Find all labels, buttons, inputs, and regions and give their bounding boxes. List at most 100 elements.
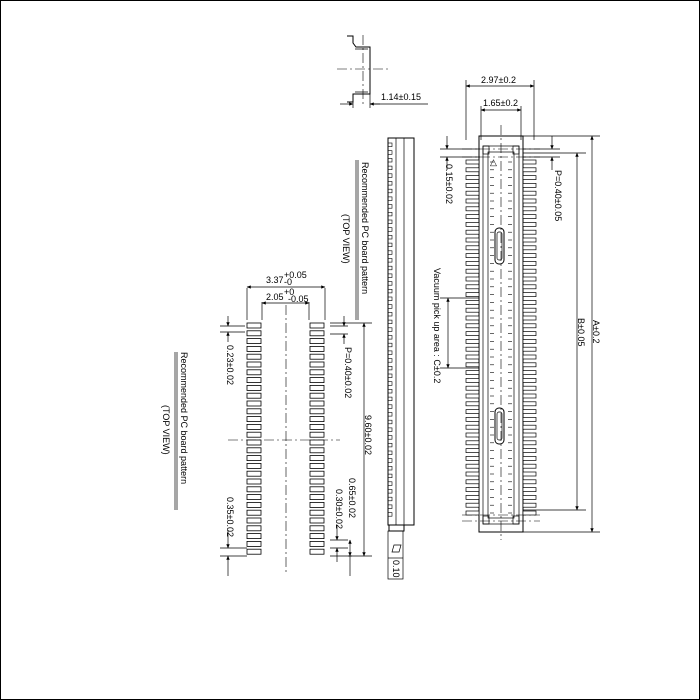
top-pin-left <box>465 424 480 430</box>
pcb-pad-length-a: 0.35±0.02 <box>225 497 235 537</box>
pcb-inner-width-tol-upper: +0 <box>284 287 294 297</box>
side-contact-tooth <box>387 242 393 248</box>
side-contact-tooth <box>387 212 393 217</box>
top-pin-left <box>465 300 480 305</box>
front-view: 1.14±0.15 <box>337 35 428 108</box>
pcb-pad-left <box>246 361 262 368</box>
pcb-pad-right <box>309 345 325 352</box>
side-contact-tooth <box>387 365 393 371</box>
pcb-pad-left <box>246 533 262 539</box>
top-pin-right <box>522 495 537 500</box>
side-contact-tooth <box>387 235 393 240</box>
top-pin-right <box>522 307 537 313</box>
side-contact-tooth <box>387 165 393 171</box>
top-pin-right <box>522 502 537 508</box>
top-pin-left <box>465 276 480 282</box>
top-pitch: P=0.40±0.05 <box>553 170 563 221</box>
top-pin-right <box>522 237 537 243</box>
pcb-pad-left <box>246 338 262 345</box>
side-contact-tooth <box>387 435 393 440</box>
pcb-inner-width: 2.05 <box>266 292 284 302</box>
side-contact-tooth <box>387 327 393 332</box>
top-dim-A: A±0.2 <box>591 320 601 343</box>
side-contact-tooth <box>387 181 393 186</box>
pcb-pattern-subtitle: (TOP VIEW) <box>161 405 171 455</box>
pcb-inner-width-tol-lower: -0.05 <box>288 294 309 304</box>
top-pin-left <box>465 385 480 391</box>
side-contact-tooth <box>387 188 393 194</box>
side-view: 0.10 Recommended PC board pattern (TOP V… <box>341 137 415 580</box>
top-pin-right <box>522 385 537 391</box>
top-pin-left <box>465 463 480 469</box>
top-pin-left <box>465 339 480 344</box>
top-pin-right <box>522 339 537 344</box>
top-pin-right <box>522 268 537 274</box>
top-pin-right <box>522 198 537 204</box>
side-contact-tooth <box>387 250 393 255</box>
side-contact-tooth <box>387 150 393 155</box>
pcb-pad-left <box>246 345 262 352</box>
side-contact-tooth <box>387 458 393 463</box>
top-pin-right <box>522 331 537 336</box>
side-contact-tooth <box>387 158 393 163</box>
side-contact-tooth <box>387 442 393 448</box>
side-contact-tooth <box>387 373 393 378</box>
side-contact-tooth <box>387 296 393 301</box>
side-contact-tooth <box>387 304 393 309</box>
pcb-pad-width: 0.23±0.02 <box>225 345 235 385</box>
pcb-pad-right <box>309 494 325 501</box>
side-contact-tooth <box>387 504 393 509</box>
top-pin-right <box>522 261 537 266</box>
top-pin-right <box>522 471 537 477</box>
top-outer-width: 2.97±0.2 <box>481 75 516 85</box>
top-pin-left <box>465 456 480 461</box>
side-contact-tooth <box>387 204 393 209</box>
top-pin-left <box>465 487 480 492</box>
top-pin-left <box>465 495 480 500</box>
pcb-pattern-view: 3.37 +0.05 -0 2.05 +0 -0.05 0.23±0.02 P=… <box>161 270 373 576</box>
top-pin-right <box>522 510 537 516</box>
top-pin-left <box>465 245 480 251</box>
side-view-subtitle: (TOP VIEW) <box>341 214 351 264</box>
top-pin-right <box>522 456 537 461</box>
pcb-pad-right <box>309 501 325 508</box>
top-pin-right <box>522 323 537 329</box>
pcb-pattern-title: Recommended PC board pattern <box>179 352 189 484</box>
side-contact-tooth <box>387 489 393 494</box>
side-contact-tooth <box>387 312 393 317</box>
top-pin-right <box>522 245 537 251</box>
pcb-pad-right <box>309 455 325 462</box>
top-pin-right <box>522 424 537 430</box>
top-pin-right <box>522 370 537 375</box>
side-contact-tooth <box>387 288 393 294</box>
side-contact-tooth <box>387 389 393 394</box>
pcb-pad-right <box>309 431 325 438</box>
pcb-pad-right <box>309 509 325 516</box>
pcb-pad-right <box>309 400 325 407</box>
pcb-pad-left <box>246 447 262 454</box>
pcb-pad-right <box>309 361 325 368</box>
pcb-pad-right <box>309 338 325 345</box>
pcb-pad-left <box>246 431 262 438</box>
side-contact-tooth <box>387 273 393 278</box>
top-pin-right <box>522 175 537 180</box>
top-pin-right <box>522 284 537 290</box>
top-pin-left <box>465 401 480 407</box>
top-pin-right <box>522 300 537 305</box>
pcb-pad-right <box>309 517 325 524</box>
top-pin-right <box>522 167 537 173</box>
pcb-overall-width-tol-upper: +0.05 <box>284 270 307 280</box>
top-pin-left <box>465 409 480 414</box>
top-pin-right <box>522 253 537 258</box>
pcb-pad-right <box>309 548 325 555</box>
pcb-pad-left <box>246 486 262 493</box>
pcb-pad-left <box>246 322 262 329</box>
side-contact-tooth <box>387 265 393 271</box>
top-vacuum-area: Vacuum pick up area : C±0.2 <box>432 268 442 383</box>
side-contact-tooth <box>387 427 393 432</box>
pcb-pad-length-b: 0.30±0.02 <box>334 489 344 529</box>
top-pin-right <box>522 206 537 212</box>
side-contact-tooth <box>387 473 393 479</box>
top-pin-left <box>465 502 480 508</box>
side-contact-tooth <box>387 496 393 502</box>
